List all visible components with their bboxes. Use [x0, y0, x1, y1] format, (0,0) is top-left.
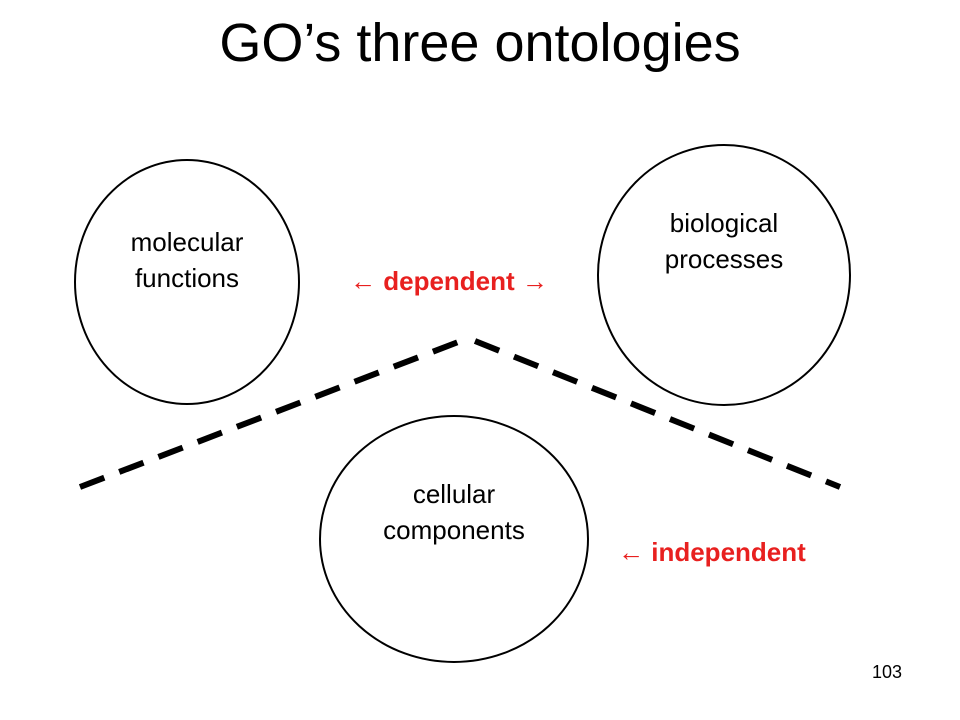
right-dashed-divider — [473, 338, 842, 490]
left-arrow-icon: ← — [350, 266, 376, 296]
left-dashed-divider — [78, 336, 468, 490]
biological-processes-line1: biological — [669, 208, 779, 238]
biological-processes-label: biological processes — [624, 205, 824, 277]
dependent-text: dependent — [383, 266, 515, 296]
molecular-functions-line2: functions — [134, 263, 240, 293]
biological-processes-circle — [597, 144, 851, 406]
slide-title: GO’s three ontologies — [219, 13, 741, 73]
dependent-label: ← dependent → — [350, 266, 548, 297]
cellular-components-circle — [319, 415, 589, 663]
cellular-components-line1: cellular — [412, 479, 496, 509]
independent-text: independent — [651, 537, 806, 567]
page-number: 103 — [871, 662, 902, 682]
cellular-components-line2: components — [383, 515, 525, 545]
cellular-components-label: cellular components — [354, 476, 554, 548]
left-arrow-icon: ← — [618, 537, 644, 567]
biological-processes-line2: processes — [664, 244, 784, 274]
molecular-functions-line1: molecular — [130, 227, 244, 257]
molecular-functions-circle — [74, 159, 300, 405]
molecular-functions-label: molecular functions — [87, 224, 287, 296]
independent-label: ← independent — [618, 537, 806, 568]
right-arrow-icon: → — [521, 266, 548, 296]
